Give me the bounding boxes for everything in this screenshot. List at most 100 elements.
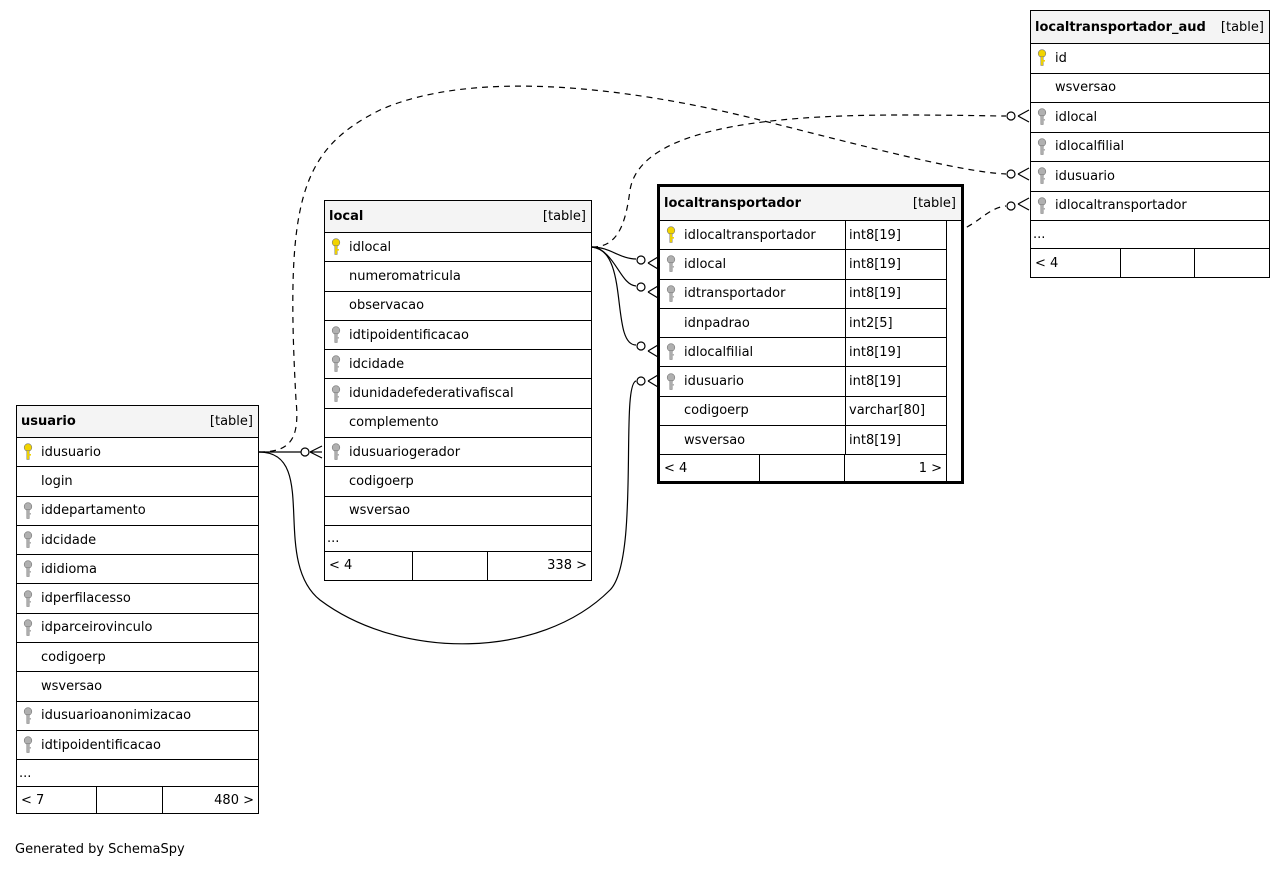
rows-count [1195,249,1269,277]
foreign-key-icon [1031,166,1053,186]
column-row-idlocal[interactable]: idlocal [325,233,591,263]
column-name: idlocalfilial [684,344,754,360]
table-footer: < 7 480 > [17,787,258,814]
column-row-idlocaltransportador[interactable]: idlocaltransportador [1031,192,1269,221]
column-name: idusuariogerador [349,444,461,460]
table-name: localtransportador_aud [1035,19,1206,35]
foreign-key-icon [660,254,682,274]
column-name-cell: idlocalfilial [660,338,846,367]
column-name: numeromatricula [349,268,461,284]
column-row-wsversao[interactable]: wsversao [1031,74,1269,103]
edge-usuario-localtransportador [258,380,637,645]
column-row-idlocalfilial[interactable]: idlocalfilial [1031,133,1269,162]
column-name-cell: idlocal [660,250,846,279]
no-key-spacer [660,401,682,421]
no-key-spacer [17,471,39,491]
table-type-label: [table] [209,414,253,429]
column-row-iddepartamento[interactable]: iddepartamento [17,497,258,526]
column-row-numeromatricula[interactable]: numeromatricula [325,262,591,292]
parents-count: < 7 [17,787,97,814]
table-footer: < 4 338 > [325,551,591,580]
column-row-idcidade[interactable]: idcidade [325,350,591,380]
column-name-cell: idusuario [660,367,846,396]
column-type: int2[5] [849,315,893,331]
column-row-idusuariogerador[interactable]: idusuariogerador [325,438,591,468]
table-header: local [table] [325,201,591,233]
column-row-idparceirovinculo[interactable]: idparceirovinculo [17,614,258,644]
foreign-key-icon [325,325,347,345]
table-type-label: [table] [542,209,586,224]
column-row-codigoerp[interactable]: codigoerp [17,643,258,673]
table-name: localtransportador [664,196,801,211]
column-name: idnpadrao [684,315,750,331]
column-name: idparceirovinculo [41,620,153,636]
column-name: iddepartamento [41,503,146,519]
column-row-idtransportador[interactable]: idtransportador int8[19] [660,279,946,309]
column-name: observacao [349,298,425,314]
column-row-codigoerp[interactable]: codigoerp [325,467,591,497]
no-key-spacer [660,430,682,450]
column-row-idtipoidentificacao[interactable]: idtipoidentificacao [325,321,591,351]
parents-count: < 4 [325,551,413,580]
foreign-key-icon [1031,137,1053,157]
column-row-ididioma[interactable]: ididioma [17,555,258,585]
column-name: idlocal [684,256,727,272]
column-row-wsversao[interactable]: wsversao [17,672,258,702]
column-name: login [41,473,73,489]
column-row-complemento[interactable]: complemento [325,409,591,439]
column-row-idlocal[interactable]: idlocal [1031,103,1269,133]
column-row-idusuario[interactable]: idusuario [1031,162,1269,192]
column-name: idusuario [1055,168,1115,184]
foreign-key-icon [17,735,39,755]
rows-count: 338 > [547,558,587,574]
table-name: local [329,209,364,224]
column-row-idusuarioanonimizacao[interactable]: idusuarioanonimizacao [17,702,258,731]
column-row-idtipoidentificacao[interactable]: idtipoidentificacao [17,731,258,761]
column-row-login[interactable]: login [17,467,258,497]
table-header: localtransportador [table] [660,187,961,221]
column-name: idcidade [41,532,97,548]
foreign-key-icon [660,372,682,392]
column-row-idperfilacesso[interactable]: idperfilacesso [17,584,258,614]
column-type: int8[19] [849,256,901,272]
table-header: localtransportador_aud [table] [1031,11,1269,44]
edge-local-localtransportador-aud-idlocal [591,114,1007,248]
column-name-cell: codigoerp [660,396,846,426]
column-type: int8[19] [849,227,901,243]
column-type: int8[19] [849,286,901,302]
foreign-key-icon [17,706,39,726]
column-row-id[interactable]: id [1031,44,1269,74]
column-row-idusuario[interactable]: idusuario [17,438,258,468]
column-name: idlocalfilial [1055,139,1125,155]
table-type-label: [table] [1220,19,1264,35]
table-footer: < 4 1 > [660,455,947,482]
column-row-idunidadefederativafiscal[interactable]: idunidadefederativafiscal [325,379,591,409]
column-name: wsversao [41,679,103,695]
column-row-idlocal[interactable]: idlocal int8[19] [660,250,946,280]
column-row-wsversao[interactable]: wsversao [325,497,591,526]
column-row-idcidade[interactable]: idcidade [17,526,258,556]
edge-localtransportador-aud [945,205,1007,235]
column-name-cell: idlocaltransportador [660,221,846,250]
column-row-idnpadrao[interactable]: idnpadrao int2[5] [660,308,946,339]
table-localtransportador[interactable]: localtransportador [table] idlocaltransp… [657,184,964,484]
foreign-key-icon [1031,107,1053,127]
footer-spacer [760,455,845,482]
column-row-observacao[interactable]: observacao [325,292,591,321]
foreign-key-icon [17,618,39,638]
column-name: idtipoidentificacao [349,327,469,343]
table-type-label: [table] [912,196,956,211]
column-name-cell: idtransportador [660,279,846,308]
column-name: idtransportador [684,286,786,302]
table-local[interactable]: local [table] idlocal numeromatricula obse… [324,200,592,581]
no-key-spacer [660,313,682,333]
generated-by-text: Generated by SchemaSpy [15,842,185,857]
